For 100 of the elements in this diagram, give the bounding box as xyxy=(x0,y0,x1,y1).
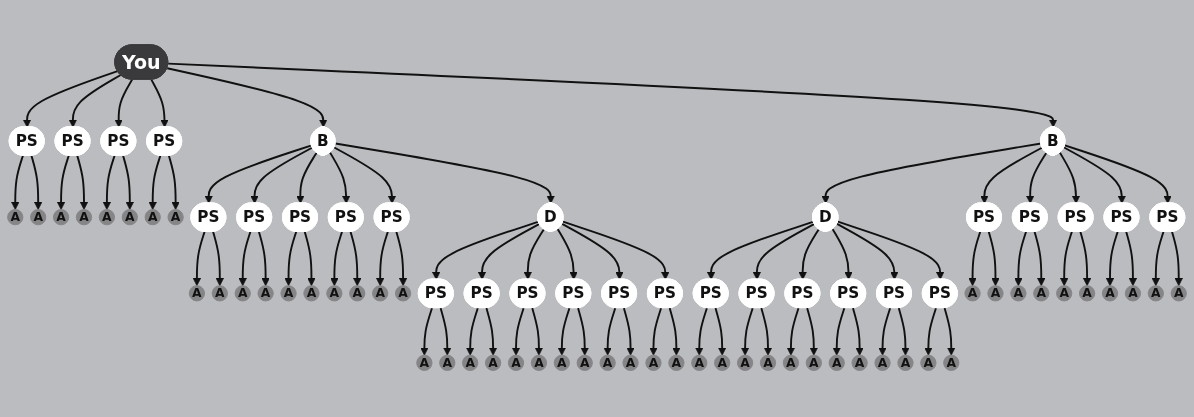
arrow xyxy=(695,307,708,356)
arrow xyxy=(968,230,982,287)
arrow xyxy=(431,220,540,280)
node-circle: A xyxy=(349,285,366,302)
arrow xyxy=(832,307,846,356)
arrow xyxy=(250,146,314,204)
node-circle: A xyxy=(507,354,525,371)
node-circle: A xyxy=(530,354,548,371)
node-circle: A xyxy=(736,354,754,371)
node-circle: A xyxy=(714,354,731,371)
node-circle: A xyxy=(828,354,845,371)
arrow xyxy=(395,230,408,287)
arrow xyxy=(68,74,122,128)
arrow xyxy=(376,230,389,287)
arrow xyxy=(897,307,910,356)
arrow xyxy=(167,62,1058,128)
node-circle: A xyxy=(1079,285,1096,302)
node-circle: A xyxy=(964,285,981,302)
arrow xyxy=(485,307,498,356)
arrow xyxy=(556,228,578,280)
arrow xyxy=(296,151,318,204)
node-circle: A xyxy=(188,285,206,302)
arrow xyxy=(1063,144,1172,204)
arrow xyxy=(167,154,180,210)
arrow xyxy=(76,154,89,210)
arrow xyxy=(557,307,571,356)
arrow xyxy=(192,230,206,287)
node-circle: A xyxy=(691,354,708,371)
node-circle: A xyxy=(372,285,389,302)
node-circle: A xyxy=(7,209,24,226)
arrow xyxy=(740,307,754,356)
arrow xyxy=(622,307,635,356)
arrow xyxy=(831,228,853,280)
node-circle: A xyxy=(782,354,800,371)
arrow xyxy=(114,78,134,128)
arrow xyxy=(1060,230,1073,287)
node-circle: A xyxy=(645,354,662,371)
arrow xyxy=(212,230,224,287)
arrow xyxy=(258,230,270,287)
arrow xyxy=(943,307,956,356)
node-circle: A xyxy=(759,354,777,371)
arrow xyxy=(577,307,589,356)
node-circle: A xyxy=(668,354,685,371)
arrow xyxy=(878,307,892,356)
arrow xyxy=(924,307,937,356)
arrow xyxy=(806,307,818,356)
arrow xyxy=(1171,230,1183,287)
node-circle: A xyxy=(416,354,433,371)
node-circle: A xyxy=(144,209,161,226)
arrow xyxy=(148,154,162,210)
node-circle: A xyxy=(30,209,47,226)
arrow xyxy=(334,142,555,204)
node-circle: A xyxy=(326,285,343,302)
node-circle: A xyxy=(897,354,914,371)
arrow xyxy=(22,70,119,128)
node-circle: A xyxy=(920,354,937,371)
node-circle: A xyxy=(553,354,570,371)
arrow xyxy=(330,230,343,287)
arrow xyxy=(852,307,864,356)
node-circle: A xyxy=(576,354,593,371)
node-circle: A xyxy=(1147,285,1164,302)
arrow xyxy=(284,230,298,287)
arrow xyxy=(531,307,544,356)
arrow xyxy=(56,154,70,210)
arrow xyxy=(760,307,773,356)
arrow xyxy=(303,230,316,287)
arrow xyxy=(11,154,24,210)
arrow xyxy=(1079,230,1092,287)
arrow xyxy=(836,222,899,280)
node-circle: A xyxy=(1124,285,1142,302)
node-circle: A xyxy=(75,209,93,226)
arrow xyxy=(668,307,681,356)
arrow xyxy=(752,222,816,280)
arrow xyxy=(1125,230,1138,287)
arrow xyxy=(102,154,116,210)
arrow xyxy=(511,307,525,356)
node-circle: A xyxy=(1010,285,1027,302)
arrow xyxy=(333,146,397,204)
arrow xyxy=(562,220,670,280)
node-circle: A xyxy=(599,354,616,371)
arrow xyxy=(561,222,624,280)
arrow xyxy=(30,154,43,210)
node-circle: A xyxy=(98,209,115,226)
node-circle: A xyxy=(257,285,274,302)
arrow xyxy=(420,307,433,356)
node-circle: A xyxy=(234,285,251,302)
node-circle: A xyxy=(52,209,70,226)
arrow xyxy=(204,144,313,204)
arrow xyxy=(821,142,1043,204)
arrow xyxy=(714,307,727,356)
arrow xyxy=(798,228,820,280)
arrow xyxy=(836,220,945,280)
arrow xyxy=(1025,151,1048,204)
arrow xyxy=(329,151,351,204)
arrow xyxy=(477,222,541,280)
node-circle: A xyxy=(121,209,138,226)
node-circle: A xyxy=(439,354,456,371)
arrow xyxy=(786,307,800,356)
node-circle: A xyxy=(1170,285,1187,302)
node-circle: A xyxy=(167,209,184,226)
